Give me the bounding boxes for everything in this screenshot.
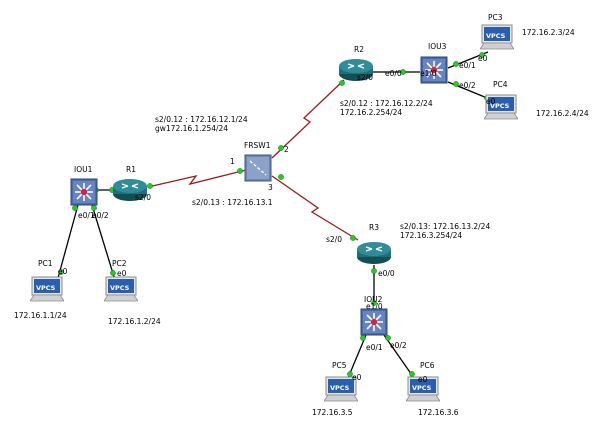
- port-iou1-e0-1: e0/1: [78, 211, 95, 220]
- port-pc2-e0: e0: [117, 269, 127, 278]
- frsw1-name: FRSW1: [244, 141, 271, 150]
- switch-iou1-icon[interactable]: [70, 178, 98, 206]
- port-pc6-e0: e0: [418, 375, 428, 384]
- port-frsw-1: 1: [230, 157, 235, 166]
- switch-iou2-name: IOU2: [364, 295, 383, 304]
- pc6-name: PC6: [420, 361, 435, 370]
- link-iou1-pc2[interactable]: [91, 204, 116, 281]
- pc5-badge: VPCS: [330, 384, 350, 392]
- switch-iou2-icon[interactable]: [360, 308, 388, 336]
- pc2-badge: VPCS: [110, 284, 130, 292]
- port-iou2-e0-1: e0/1: [366, 343, 383, 352]
- pc5-name: PC5: [332, 361, 347, 370]
- pc1-ip: 172.16.1.1/24: [14, 311, 67, 320]
- frame-relay-switch-icon[interactable]: [244, 154, 272, 182]
- router-r3-name: R3: [369, 223, 379, 232]
- pc2-name: PC2: [112, 259, 127, 268]
- port-iou3-e0-2: e0/2: [459, 81, 476, 90]
- annotation-r3-subinterface-13: s2/0.13: 172.16.13.2/24: [400, 222, 490, 231]
- annotation-r1-subinterface-13: s2/0.13 : 172.16.13.1: [192, 198, 273, 207]
- pc1-badge: VPCS: [36, 284, 56, 292]
- port-r1-s2-0: s2/0: [135, 193, 151, 202]
- pc5-ip: 172.16.3.5: [312, 408, 353, 417]
- pc4-ip: 172.16.2.4/24: [536, 109, 589, 118]
- link-iou1-pc1[interactable]: [57, 204, 79, 279]
- link-r1-frsw[interactable]: [147, 169, 247, 188]
- switch-iou3-name: IOU3: [428, 42, 447, 51]
- port-pc5-e0: e0: [352, 373, 362, 382]
- link-iou2-pc5[interactable]: [347, 334, 367, 379]
- pc3-name: PC3: [488, 13, 503, 22]
- pc4-badge: VPCS: [490, 102, 510, 110]
- port-pc1-e0: e0: [58, 267, 68, 276]
- pc3-badge: VPCS: [486, 32, 506, 40]
- port-iou2-e1-0: e1/0: [366, 302, 383, 311]
- pc6-badge: VPCS: [412, 384, 432, 392]
- port-frsw-2: 2: [284, 145, 289, 154]
- router-r3-icon[interactable]: [356, 241, 392, 265]
- annotation-r2-subinterface-12: s2/0.12 : 172.16.12.2/24: [340, 99, 433, 108]
- port-iou3-e1-0: e1/0: [420, 69, 437, 78]
- port-pc3-e0: e0: [478, 54, 488, 63]
- annotation-r3-lan: 172.16.3.254/24: [400, 231, 462, 240]
- port-r2-e0-0: e0/0: [385, 69, 402, 78]
- port-r3-e0-0: e0/0: [378, 269, 395, 278]
- router-r2-name: R2: [354, 45, 364, 54]
- pc4-name: PC4: [493, 80, 508, 89]
- router-r1-name: R1: [126, 165, 136, 174]
- annotation-r1-gateway: gw172.16.1.254/24: [155, 124, 228, 133]
- link-frsw-r3[interactable]: [271, 175, 359, 241]
- port-iou3-e0-1: e0/1: [459, 61, 476, 70]
- port-frsw-3: 3: [268, 183, 273, 192]
- switch-iou1-name: IOU1: [74, 165, 93, 174]
- pc6-ip: 172.16.3.6: [418, 408, 459, 417]
- port-r2-s2-0: s2/0: [357, 73, 373, 82]
- port-iou1-e0-2: e0/2: [92, 211, 109, 220]
- port-pc4-e0: e0: [486, 97, 496, 106]
- link-frsw-r2[interactable]: [271, 79, 345, 159]
- port-iou2-e0-2: e0/2: [390, 341, 407, 350]
- pc1-name: PC1: [38, 259, 53, 268]
- annotation-r2-lan: 172.16.2.254/24: [340, 108, 402, 117]
- annotation-r1-subinterface-12: s2/0.12 : 172.16.12.1/24: [155, 115, 248, 124]
- port-r3-s2-0: s2/0: [326, 235, 342, 244]
- pc3-ip: 172.16.2.3/24: [522, 28, 575, 37]
- pc2-ip: 172.16.1.2/24: [108, 317, 161, 326]
- link-iou2-pc6[interactable]: [383, 334, 415, 379]
